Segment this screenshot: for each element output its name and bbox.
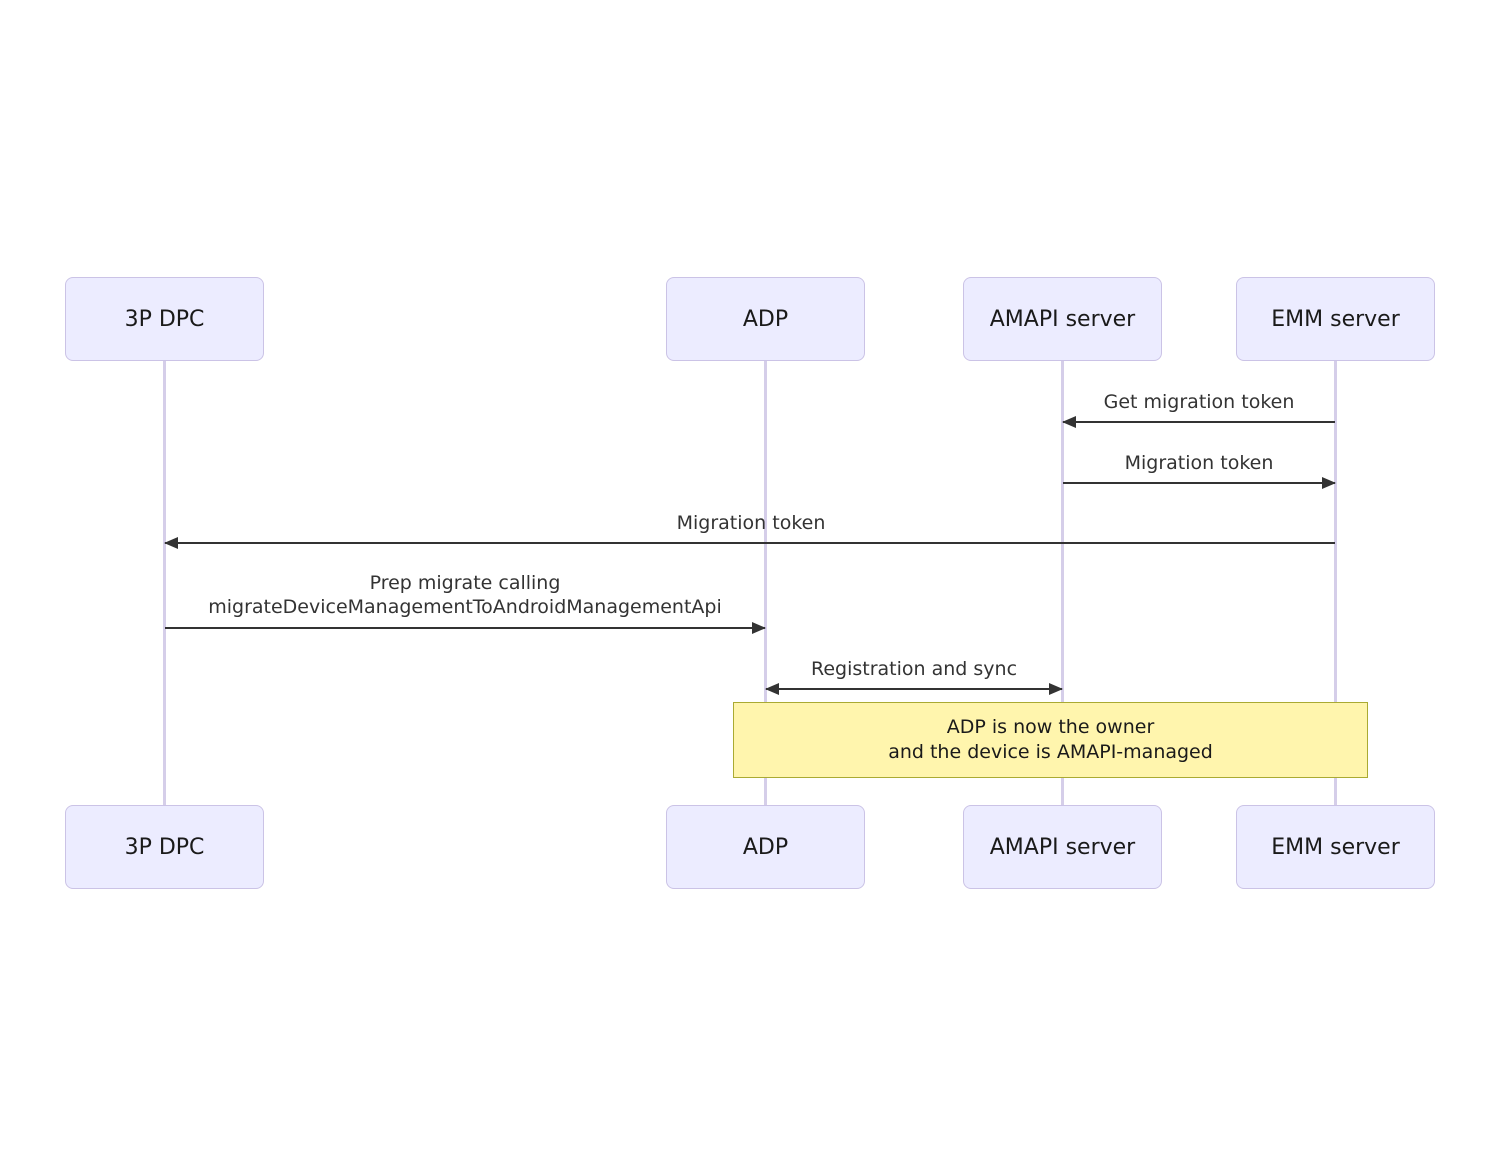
lifeline-amapi-server	[1061, 361, 1064, 806]
actor-top-amapi-server: AMAPI server	[963, 277, 1162, 361]
message-label-prep-migrate: Prep migrate calling migrateDeviceManage…	[208, 572, 722, 618]
arrowhead-left-icon	[164, 537, 178, 549]
message-label-get-migration-token: Get migration token	[1103, 391, 1295, 413]
arrowhead-right-icon	[1322, 477, 1336, 489]
lifeline-3p-dpc	[163, 361, 166, 806]
arrowhead-right-icon	[1049, 683, 1063, 695]
actor-label: AMAPI server	[989, 306, 1136, 332]
message-arrow-migration-token-to-dpc	[164, 537, 1335, 549]
arrowhead-right-icon	[752, 622, 766, 634]
note-adp-owner: ADP is now the owner and the device is A…	[733, 702, 1368, 778]
actor-bottom-3p-dpc: 3P DPC	[65, 805, 264, 889]
lifeline-adp	[764, 361, 767, 806]
actor-label: EMM server	[1271, 306, 1400, 332]
message-label-migration-token-to-dpc: Migration token	[676, 512, 826, 534]
actor-top-adp: ADP	[666, 277, 865, 361]
arrowhead-left-icon	[1062, 416, 1076, 428]
actor-bottom-adp: ADP	[666, 805, 865, 889]
actor-bottom-amapi-server: AMAPI server	[963, 805, 1162, 889]
actor-label: ADP	[742, 306, 789, 332]
actor-label: EMM server	[1271, 834, 1400, 860]
message-arrow-get-migration-token	[1062, 416, 1335, 428]
arrowhead-left-icon	[765, 683, 779, 695]
note-line-2: and the device is AMAPI-managed	[888, 741, 1213, 763]
message-label-registration-and-sync: Registration and sync	[810, 658, 1018, 680]
actor-top-emm-server: EMM server	[1236, 277, 1435, 361]
actor-bottom-emm-server: EMM server	[1236, 805, 1435, 889]
message-arrow-migration-token-return	[1063, 477, 1336, 489]
lifeline-emm-server	[1334, 361, 1337, 806]
message-arrow-prep-migrate	[165, 622, 766, 634]
actor-top-3p-dpc: 3P DPC	[65, 277, 264, 361]
message-arrow-registration-and-sync	[765, 683, 1063, 695]
actor-label: 3P DPC	[124, 834, 205, 860]
message-label-migration-token-return: Migration token	[1124, 452, 1274, 474]
actor-label: AMAPI server	[989, 834, 1136, 860]
actor-label: ADP	[742, 834, 789, 860]
note-line-1: ADP is now the owner	[946, 716, 1155, 738]
actor-label: 3P DPC	[124, 306, 205, 332]
